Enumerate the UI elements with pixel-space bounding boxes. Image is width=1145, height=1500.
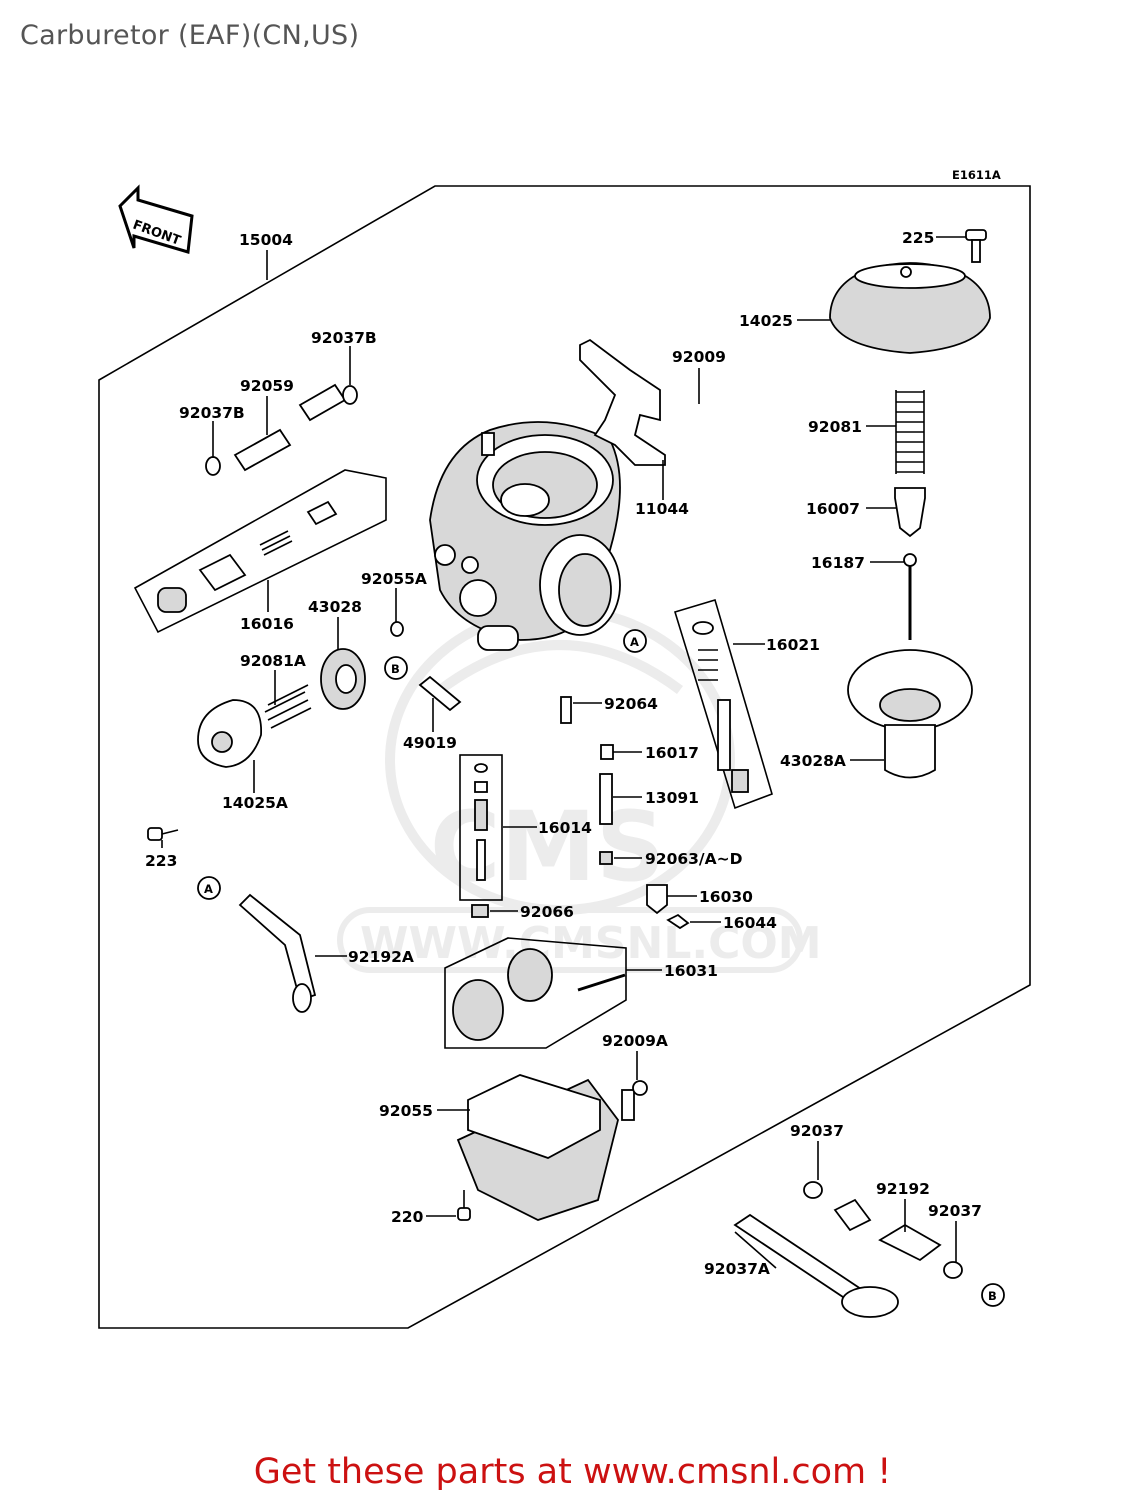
svg-text:B: B (391, 662, 400, 676)
parts-diagram: CMS WWW.CMSNL.COM E1611A FRONT (98, 168, 1031, 1329)
screw-225-part (965, 229, 987, 263)
diagram-code: E1611A (952, 168, 1001, 182)
plunger-49019-part (418, 675, 462, 712)
leader-lines (161, 236, 966, 1269)
part-labels: 15004 225 14025 92037B 92009 92059 92037… (145, 229, 982, 1278)
watermark-brand: CMS (430, 791, 665, 903)
part-label-92055a: 92055A (361, 570, 427, 588)
top-cover-part (829, 262, 991, 354)
part-label-92063: 92063/A~D (645, 850, 743, 868)
jet-92064-part (560, 696, 572, 724)
callout-a-lower: A (197, 876, 221, 900)
part-label-16044: 16044 (723, 914, 777, 932)
part-label-92192a: 92192A (348, 948, 414, 966)
part-label-16016: 16016 (240, 615, 294, 633)
part-label-220: 220 (391, 1208, 424, 1226)
carburetor-body (429, 421, 621, 651)
part-label-49019: 49019 (403, 734, 457, 752)
needle-jet-16014-part (474, 763, 488, 881)
throttle-bracket-part (579, 338, 666, 466)
part-label-16187: 16187 (811, 554, 865, 572)
part-label-92037b-left: 92037B (179, 404, 245, 422)
part-label-92081a: 92081A (240, 652, 306, 670)
screw-223-part (147, 827, 179, 841)
part-label-16017: 16017 (645, 744, 699, 762)
svg-text:B: B (988, 1289, 997, 1303)
part-label-16030: 16030 (699, 888, 753, 906)
oring-92055a-part (390, 621, 404, 637)
part-label-92037a: 92037A (704, 1260, 770, 1278)
assembly-outline (98, 185, 1031, 1329)
callout-b-lower: B (981, 1283, 1005, 1307)
cover-14025a-part (197, 699, 262, 768)
front-arrow-icon: FRONT (118, 184, 194, 254)
part-label-225: 225 (902, 229, 934, 247)
pilot-screw-part (157, 500, 338, 613)
part-label-43028: 43028 (308, 598, 362, 616)
part-label-43028a: 43028A (780, 752, 846, 770)
svg-text:A: A (630, 635, 639, 649)
part-label-15004: 15004 (239, 231, 293, 249)
diaphragm-piston-part (847, 649, 973, 779)
part-label-92064: 92064 (604, 695, 658, 713)
part-label-223: 223 (145, 852, 177, 870)
spring-92081a-part (264, 684, 312, 729)
part-label-11044: 11044 (635, 500, 689, 518)
pilot-box-outline (133, 469, 387, 634)
screw-220-part (457, 1190, 471, 1221)
part-label-92066: 92066 (520, 903, 574, 921)
part-label-14025: 14025 (739, 312, 793, 330)
slide-16021-part (692, 621, 749, 793)
drain-hose-parts (733, 1181, 963, 1318)
part-label-92009a: 92009A (602, 1032, 668, 1050)
part-label-92037b: 92037B (311, 329, 377, 347)
part-label-16007: 16007 (806, 500, 860, 518)
watermark: CMS WWW.CMSNL.COM (337, 605, 822, 973)
part-label-92037: 92037 (790, 1122, 844, 1140)
page-title: Carburetor (EAF)(CN,US) (20, 20, 360, 51)
watermark-url: WWW.CMSNL.COM (360, 918, 822, 969)
part-label-92055: 92055 (379, 1102, 433, 1120)
diaphragm-43028-part (320, 648, 366, 710)
callout-a-upper: A (623, 629, 647, 653)
jet-needle-part (903, 553, 917, 640)
hose-92192a-part (238, 893, 317, 1002)
needle-holder-part (894, 487, 926, 538)
promo-link[interactable]: Get these parts at www.cmsnl.com ! (253, 1452, 892, 1492)
part-label-16031: 16031 (664, 962, 718, 980)
jet-92066-part (471, 904, 489, 918)
part-label-16021: 16021 (766, 636, 820, 654)
float-box-outline (444, 937, 627, 1049)
float-valve-part (646, 884, 668, 915)
svg-text:A: A (204, 882, 213, 896)
hose-92059-part (205, 383, 358, 476)
spring-92081-part (895, 390, 925, 474)
part-label-13091: 13091 (645, 789, 699, 807)
jet-13091-part (599, 773, 613, 825)
part-label-92037-right: 92037 (928, 1202, 982, 1220)
jet-16017-part (600, 744, 614, 760)
jet-92063-part (599, 851, 613, 865)
float-16031-part (452, 948, 626, 1041)
needle-jet-box (459, 754, 503, 901)
part-label-14025a: 14025A (222, 794, 288, 812)
part-label-16014: 16014 (538, 819, 592, 837)
slide-box-outline (673, 599, 773, 810)
float-bowl-part (456, 1074, 648, 1221)
part-label-92009: 92009 (672, 348, 726, 366)
callout-b-upper: B (384, 656, 408, 680)
part-label-92081: 92081 (808, 418, 862, 436)
part-label-92192: 92192 (876, 1180, 930, 1198)
clip-16044-part (666, 913, 690, 930)
part-label-92059: 92059 (240, 377, 294, 395)
